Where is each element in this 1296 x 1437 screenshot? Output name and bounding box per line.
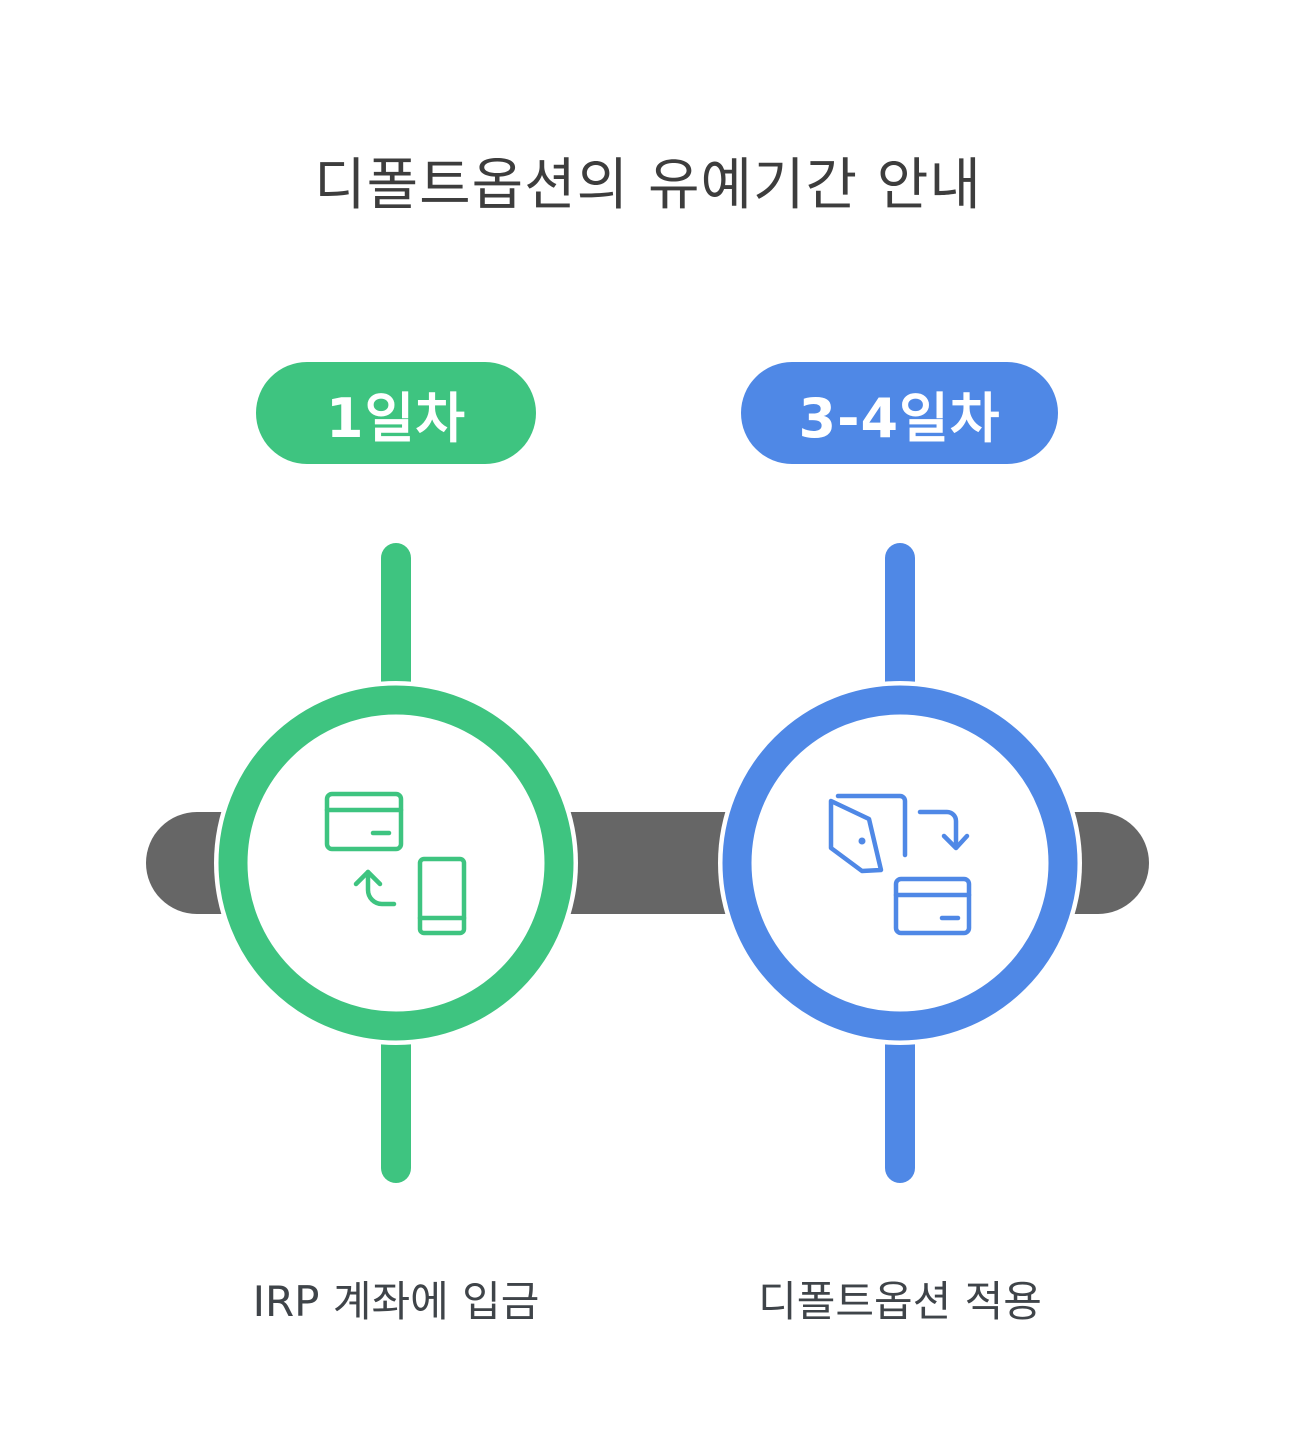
stage-2-label: 디폴트옵션 적용 (758, 1277, 1042, 1326)
stage-1-badge: 1일차 (256, 362, 536, 464)
card-transfer-from-phone-icon (324, 791, 467, 936)
stage-2-badge: 3-4일차 (741, 362, 1058, 464)
stage-1-circle (218, 685, 574, 1041)
wallet-to-card-icon (828, 793, 972, 936)
page-title: 디폴트옵션의 유예기간 안내 (314, 153, 982, 218)
stage-1-label: IRP 계좌에 입금 (252, 1277, 540, 1326)
stage-2-circle (722, 685, 1078, 1041)
